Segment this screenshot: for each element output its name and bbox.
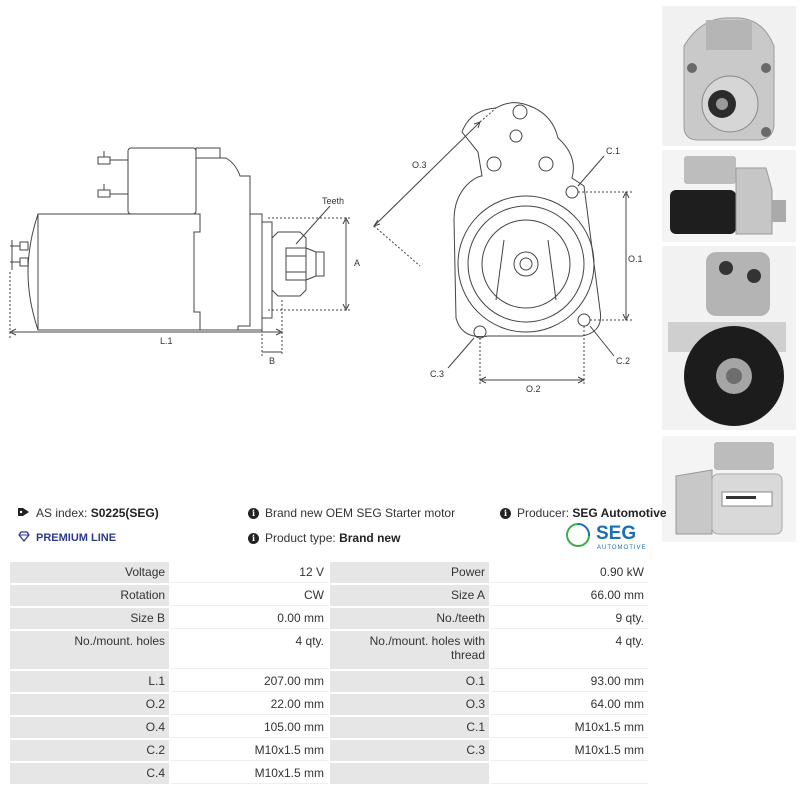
spec-value: 64.00 mm	[491, 694, 648, 715]
spec-value	[491, 763, 648, 784]
technical-drawing: Teeth A L.1 B O.3 C.1 O.1 C.2 C.3 O.2	[8, 102, 643, 394]
producer: i Producer: SEG Automotive	[500, 506, 667, 520]
spec-value: 207.00 mm	[171, 671, 328, 692]
spec-key: No./mount. holes with thread	[329, 631, 490, 669]
label-dim-a: A	[354, 258, 360, 268]
spec-value: 9 qty.	[491, 608, 648, 629]
spec-value: 93.00 mm	[491, 671, 648, 692]
spec-value: 105.00 mm	[171, 717, 328, 738]
label-dim-o3: O.3	[412, 160, 427, 170]
logo-subtext: AUTOMOTIVE	[597, 545, 647, 551]
front-view-drawing	[372, 102, 632, 384]
premium-line-badge: PREMIUM LINE	[18, 531, 116, 545]
spec-key: Rotation	[10, 585, 170, 606]
spec-key	[329, 763, 490, 784]
spec-value: 0.90 kW	[491, 562, 648, 583]
description-text: Brand new OEM SEG Starter motor	[265, 506, 456, 520]
as-index: AS index: S0225(SEG)	[18, 506, 159, 520]
as-index-value: S0225(SEG)	[90, 506, 159, 520]
label-teeth: Teeth	[322, 196, 344, 206]
product-photo-front[interactable]	[662, 6, 796, 146]
spec-value: 4 qty.	[171, 631, 328, 669]
spec-key: No./teeth	[329, 608, 490, 629]
info-icon: i	[248, 507, 259, 519]
product-type-value: Brand new	[339, 531, 401, 545]
product-type: i Product type: Brand new	[248, 531, 400, 545]
table-row: No./mount. holes 4 qty. No./mount. holes…	[10, 631, 648, 669]
seg-automotive-logo: SEG AUTOMOTIVE	[566, 521, 652, 551]
spec-key: O.4	[10, 717, 170, 738]
spec-key: C.4	[10, 763, 170, 784]
spec-value: M10x1.5 mm	[491, 740, 648, 761]
spec-key: Power	[329, 562, 490, 583]
premium-line-text: PREMIUM LINE	[36, 532, 117, 544]
spec-key: Size A	[329, 585, 490, 606]
diamond-icon	[18, 531, 30, 545]
label-dim-c2: C.2	[616, 356, 630, 366]
spec-key: C.1	[329, 717, 490, 738]
table-row: Voltage 12 V Power 0.90 kW	[10, 562, 648, 583]
spec-key: C.3	[329, 740, 490, 761]
label-dim-l1: L.1	[160, 336, 173, 346]
table-row: Rotation CW Size A 66.00 mm	[10, 585, 648, 606]
spec-key: Voltage	[10, 562, 170, 583]
producer-label: Producer:	[517, 506, 570, 520]
spec-value: 22.00 mm	[171, 694, 328, 715]
side-view-drawing	[8, 147, 350, 356]
spec-value: 0.00 mm	[171, 608, 328, 629]
spec-key: O.1	[329, 671, 490, 692]
spec-value: CW	[171, 585, 328, 606]
spec-key: C.2	[10, 740, 170, 761]
tag-icon	[18, 506, 30, 520]
spec-value: 4 qty.	[491, 631, 648, 669]
info-icon: i	[248, 532, 259, 544]
table-row: O.4 105.00 mm C.1 M10x1.5 mm	[10, 717, 648, 738]
info-icon: i	[500, 507, 511, 519]
product-photo-side[interactable]	[662, 150, 796, 242]
logo-text: SEG	[596, 523, 636, 544]
as-index-label: AS index:	[36, 506, 88, 520]
product-type-label: Product type:	[265, 531, 336, 545]
spec-value: M10x1.5 mm	[491, 717, 648, 738]
spec-key: O.3	[329, 694, 490, 715]
product-description: i Brand new OEM SEG Starter motor	[248, 506, 455, 520]
spec-value: 66.00 mm	[491, 585, 648, 606]
spec-value: 12 V	[171, 562, 328, 583]
table-row: O.2 22.00 mm O.3 64.00 mm	[10, 694, 648, 715]
table-row: C.4 M10x1.5 mm	[10, 763, 648, 784]
label-dim-c3: C.3	[430, 369, 444, 379]
producer-value: SEG Automotive	[572, 506, 667, 520]
spec-value: M10x1.5 mm	[171, 740, 328, 761]
specifications-table: Voltage 12 V Power 0.90 kW Rotation CW S…	[8, 560, 650, 786]
spec-value: M10x1.5 mm	[171, 763, 328, 784]
spec-key: O.2	[10, 694, 170, 715]
spec-key: Size B	[10, 608, 170, 629]
table-row: L.1 207.00 mm O.1 93.00 mm	[10, 671, 648, 692]
label-dim-o1: O.1	[628, 254, 643, 264]
label-dim-o2: O.2	[526, 384, 541, 394]
label-dim-c1: C.1	[606, 146, 620, 156]
product-photo-angle[interactable]	[662, 246, 796, 430]
table-row: Size B 0.00 mm No./teeth 9 qty.	[10, 608, 648, 629]
table-row: C.2 M10x1.5 mm C.3 M10x1.5 mm	[10, 740, 648, 761]
label-dim-b: B	[269, 356, 275, 366]
product-photo-label[interactable]	[662, 436, 796, 542]
spec-key: No./mount. holes	[10, 631, 170, 669]
spec-key: L.1	[10, 671, 170, 692]
